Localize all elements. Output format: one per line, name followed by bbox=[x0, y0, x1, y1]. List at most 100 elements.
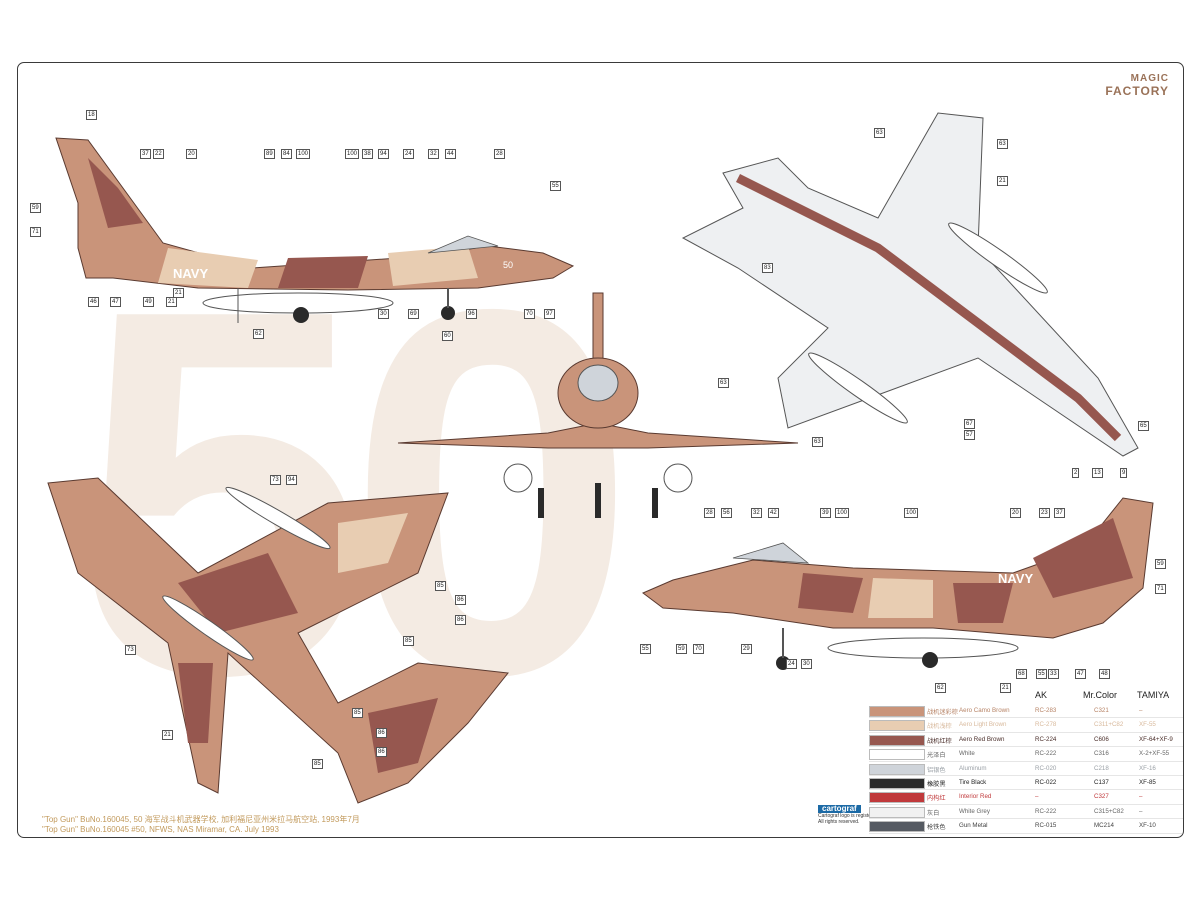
paint-name-en: Aluminum bbox=[959, 764, 987, 772]
callout-label: 63 bbox=[718, 378, 729, 388]
callout-label: 70 bbox=[693, 644, 704, 654]
top-view bbox=[681, 112, 1139, 457]
callout-label: 63 bbox=[997, 139, 1008, 149]
callout-label: 32 bbox=[428, 149, 439, 159]
diagram-sheet: 50 MAGIC FACTORY NAVY 50 bbox=[17, 62, 1184, 838]
paint-mrcolor: C218 bbox=[1094, 764, 1109, 772]
callout-label: 13 bbox=[1092, 468, 1103, 478]
callout-label: 63 bbox=[874, 128, 885, 138]
callout-label: 85 bbox=[403, 636, 414, 646]
paint-mrcolor: C327 bbox=[1094, 793, 1109, 801]
callout-label: 23 bbox=[1039, 508, 1050, 518]
callout-label: 55 bbox=[550, 181, 561, 191]
paint-swatch bbox=[869, 706, 925, 717]
callout-label: 59 bbox=[1155, 559, 1166, 569]
caption: "Top Gun" BuNo.160045, 50 海军战斗机武器学校, 加利福… bbox=[42, 815, 360, 835]
callout-label: 2 bbox=[1072, 468, 1080, 478]
header-mrcolor: Mr.Color bbox=[1083, 690, 1118, 700]
callout-label: 97 bbox=[544, 309, 555, 319]
paint-row: 内构红 Interior Red – C327 – bbox=[869, 790, 1183, 805]
cartograf-line2: All rights reserved. bbox=[818, 819, 860, 825]
paint-tamiya: XF-55 bbox=[1139, 721, 1156, 729]
paint-swatch bbox=[869, 806, 925, 818]
paint-name-cn: 内构红 bbox=[927, 795, 946, 803]
callout-label: 24 bbox=[786, 659, 797, 669]
paint-name-cn: 橡胶黑 bbox=[927, 780, 946, 788]
paint-ak: – bbox=[1035, 793, 1039, 801]
navy-marking-right: NAVY bbox=[998, 571, 1033, 586]
paint-tamiya: XF-64+XF-9 bbox=[1139, 735, 1173, 743]
brand-line1: MAGIC bbox=[1130, 73, 1169, 84]
callout-label: 73 bbox=[270, 475, 281, 485]
callout-label: 44 bbox=[445, 149, 456, 159]
paint-swatch bbox=[869, 720, 925, 732]
callout-label: 65 bbox=[1138, 421, 1149, 431]
callout-label: 83 bbox=[762, 263, 773, 273]
paint-swatch bbox=[869, 777, 925, 789]
side-number-marking: 50 bbox=[503, 260, 513, 270]
paint-name-en: Interior Red bbox=[959, 793, 992, 801]
paint-swatch bbox=[869, 749, 925, 761]
paint-mrcolor: C311+C82 bbox=[1094, 721, 1124, 729]
paint-tamiya: – bbox=[1139, 793, 1143, 801]
paint-name-en: White Grey bbox=[959, 807, 990, 815]
paint-ak: RC-224 bbox=[1035, 735, 1057, 743]
callout-label: 28 bbox=[494, 149, 505, 159]
callout-label: 38 bbox=[362, 149, 373, 159]
callout-label: 46 bbox=[88, 297, 99, 307]
paint-ak: RC-283 bbox=[1035, 707, 1057, 714]
header-tamiya: TAMIYA bbox=[1137, 690, 1170, 700]
paint-mrcolor: MC214 bbox=[1094, 822, 1114, 830]
callout-label: 73 bbox=[125, 645, 136, 655]
callout-label: 85 bbox=[312, 759, 323, 769]
paint-ak: RC-278 bbox=[1035, 721, 1057, 729]
paint-name-cn: 光泽白 bbox=[927, 752, 946, 760]
callout-label: 67 bbox=[964, 419, 975, 429]
paint-name-cn: 战机迷彩棕 bbox=[927, 709, 958, 716]
callout-label: 85 bbox=[435, 581, 446, 591]
caption-line2: "Top Gun" BuNo.160045 #50, NFWS, NAS Mir… bbox=[42, 825, 279, 834]
callout-label: 100 bbox=[835, 508, 850, 518]
callout-label: 21 bbox=[997, 176, 1008, 186]
paint-name-en: Aero Light Brown bbox=[959, 721, 1007, 729]
paint-mrcolor: C315+C82 bbox=[1094, 807, 1124, 815]
callout-label: 9 bbox=[1120, 468, 1128, 478]
callout-label: 37 bbox=[140, 149, 151, 159]
callout-label: 100 bbox=[296, 149, 311, 159]
callout-label: 85 bbox=[352, 708, 363, 718]
paint-name-en: Tire Black bbox=[959, 778, 987, 786]
callout-label: 21 bbox=[162, 730, 173, 740]
callout-label: 86 bbox=[376, 728, 387, 738]
paint-name-cn: 战机浅棕 bbox=[927, 723, 952, 731]
paint-swatch bbox=[869, 821, 925, 833]
paint-ak: RC-222 bbox=[1035, 807, 1057, 815]
paint-tamiya: – bbox=[1139, 807, 1143, 815]
side-profile-right: NAVY bbox=[642, 497, 1154, 670]
callout-label: 86 bbox=[376, 747, 387, 757]
callout-label: 94 bbox=[286, 475, 297, 485]
paint-name-cn: 战机红棕 bbox=[927, 737, 952, 745]
paint-swatch bbox=[869, 763, 925, 775]
paint-ak: RC-222 bbox=[1035, 750, 1057, 758]
callout-label: 86 bbox=[455, 615, 466, 625]
callout-label: 28 bbox=[704, 508, 715, 518]
callout-label: 21 bbox=[1000, 683, 1011, 693]
callout-label: 70 bbox=[524, 309, 535, 319]
paint-name-cn: 灰白 bbox=[927, 809, 940, 817]
paint-tamiya: XF-10 bbox=[1139, 822, 1156, 830]
paint-tamiya: XF-16 bbox=[1139, 764, 1156, 772]
paint-ak: RC-015 bbox=[1035, 822, 1057, 830]
paint-mrcolor: C606 bbox=[1094, 735, 1109, 743]
callout-label: 32 bbox=[751, 508, 762, 518]
callout-label: 47 bbox=[110, 297, 121, 307]
paint-row: 战机浅棕 Aero Light Brown RC-278 C311+C82 XF-55 bbox=[869, 718, 1183, 733]
callout-label: 21 bbox=[166, 297, 177, 307]
callout-label: 94 bbox=[378, 149, 389, 159]
callout-label: 63 bbox=[812, 437, 823, 447]
callout-label: 39 bbox=[820, 508, 831, 518]
